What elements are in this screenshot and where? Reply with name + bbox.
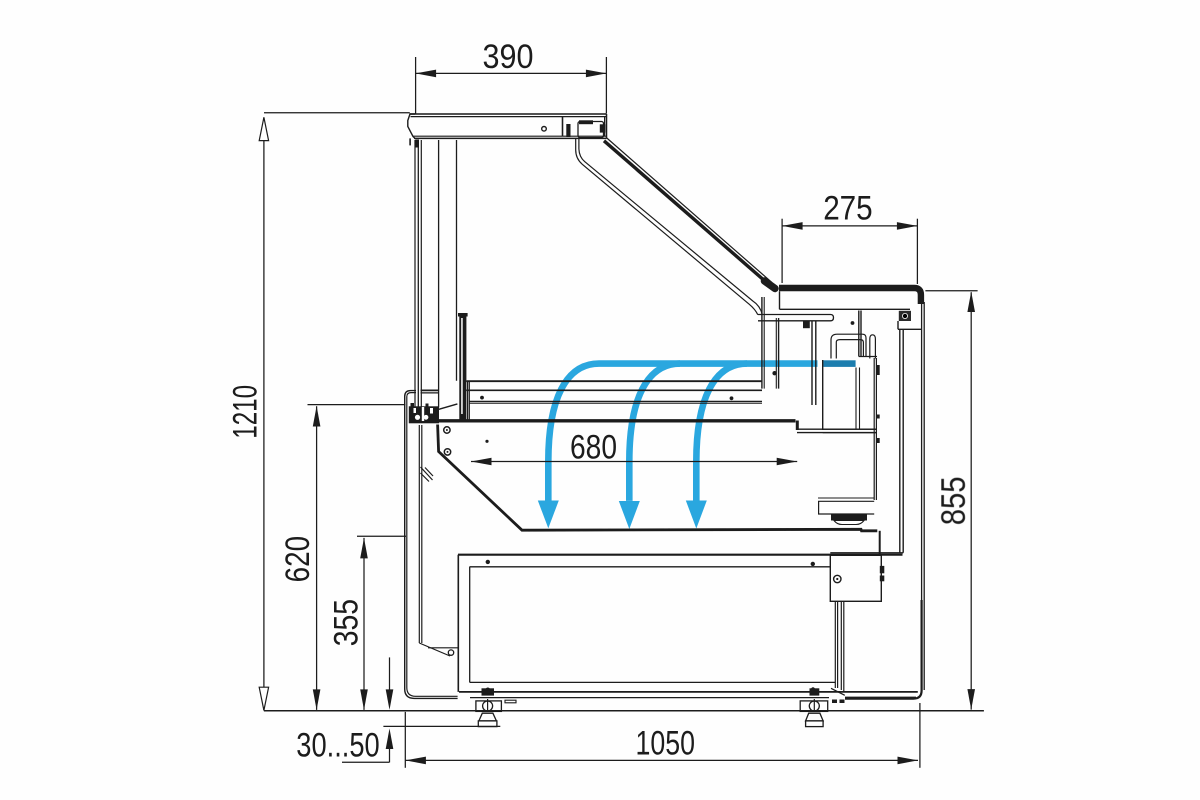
svg-text:855: 855 [935, 476, 973, 525]
svg-text:390: 390 [483, 38, 534, 76]
svg-text:1050: 1050 [636, 725, 696, 763]
svg-text:355: 355 [327, 599, 365, 646]
svg-text:620: 620 [279, 536, 317, 583]
svg-text:1210: 1210 [226, 385, 264, 439]
svg-text:680: 680 [570, 429, 617, 467]
svg-text:30...50: 30...50 [296, 726, 379, 764]
svg-text:275: 275 [823, 190, 873, 228]
